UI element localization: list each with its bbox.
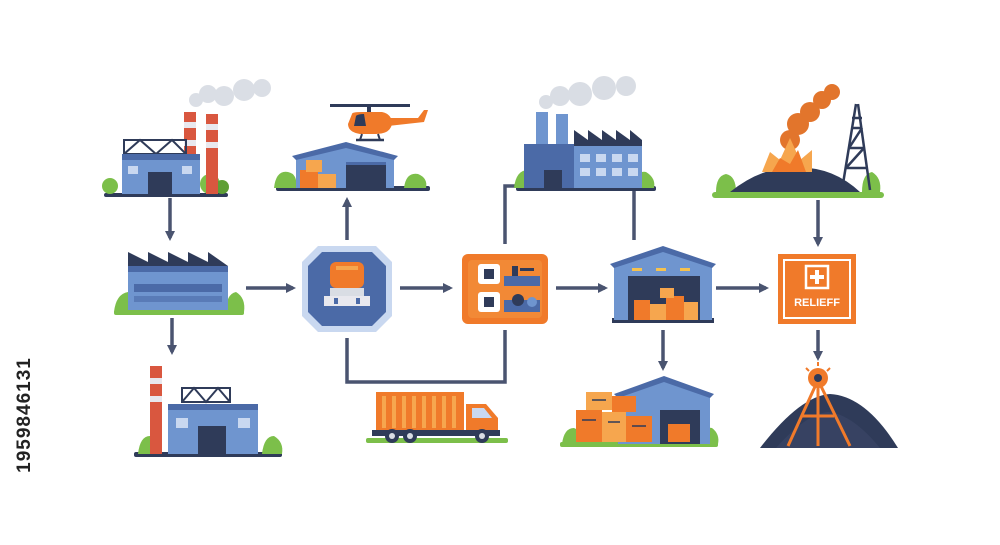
line-hub-to-truck (345, 330, 507, 384)
helicopter-warehouse-icon (274, 104, 430, 191)
processing-plant-icon (114, 252, 245, 315)
delivery-truck-icon (366, 392, 508, 443)
factory-chimneys-icon (102, 79, 271, 197)
inventory-panel-icon (462, 254, 548, 324)
power-station-icon (134, 366, 283, 457)
storage-warehouse-icon (560, 376, 719, 447)
central-warehouse-icon (610, 246, 716, 323)
relief-label: RELIEFF (794, 297, 840, 309)
explosion-oil-derrick-icon (712, 84, 884, 198)
factory-plant-top-icon (514, 76, 656, 191)
line-inventory-to-warehouse (503, 184, 636, 244)
stock-image-id-text: 1959846131 (14, 357, 35, 473)
mine-coal-pile-icon (760, 362, 898, 448)
stock-image-id: 1959846131 (14, 300, 36, 530)
relief-box-icon: RELIEFF (778, 254, 856, 324)
distribution-hub-icon (302, 246, 392, 332)
